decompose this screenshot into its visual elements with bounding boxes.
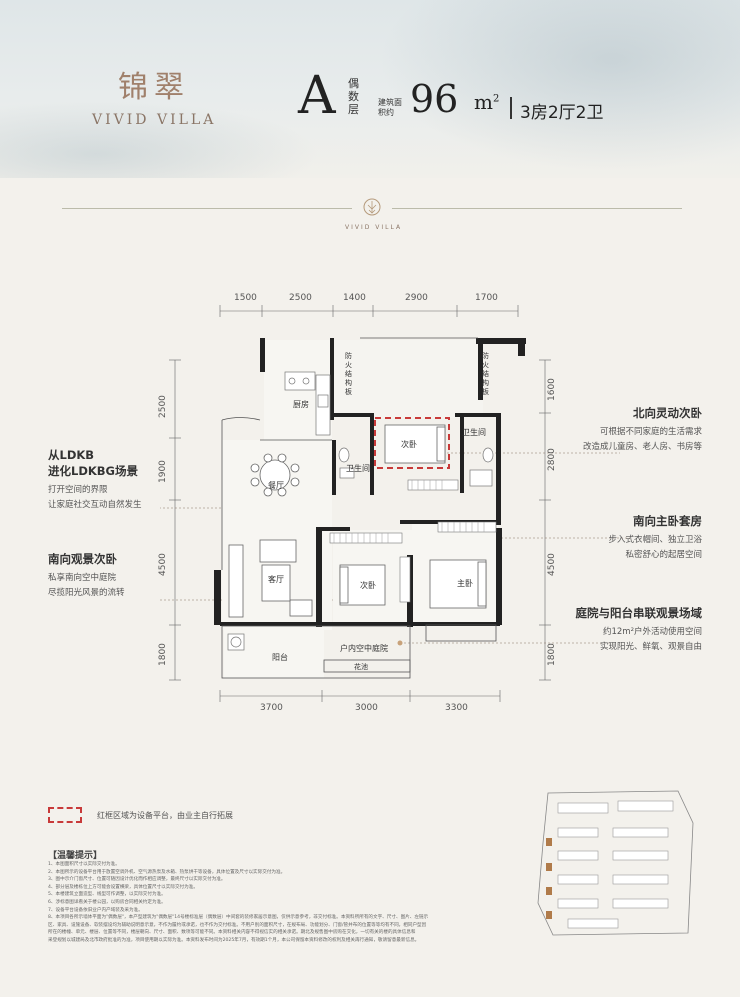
legend-red-dashed-box (48, 807, 82, 823)
area-label: 建筑面积约 (378, 98, 402, 117)
dimension-left-1: 2500 (158, 395, 168, 418)
callout-courtyard-balcony: 庭院与阳台串联观景场域 约12m²户外活动使用空间 实现阳光、鲜氧、观景自由 (575, 606, 703, 652)
callout-master-suite: 南向主卧套房 步入式衣帽间、独立卫浴 私密舒心的起居空间 (608, 514, 702, 560)
callout-north-bedroom: 北向灵动次卧 可根据不同家庭的生活需求 改造成儿童房、老人房、书房等 (582, 406, 702, 452)
dimension-bottom-3: 3300 (445, 703, 468, 713)
brand-name-en: VIVID VILLA (92, 112, 217, 128)
area-unit: m2 (474, 90, 500, 114)
dimension-right-1: 1600 (547, 378, 557, 401)
dimension-bottom-2: 3000 (355, 703, 378, 713)
divider (62, 208, 352, 209)
notes-list: 1、本图面积尺寸以实际交付为准。 2、本图所示的设备平台用于放置空调外机、空气源… (48, 861, 510, 945)
note-line: 所在的楼幢、单元、楼层、位置等不同，楼层朝向、尺寸、面积、数项等可能不同。本资料… (48, 930, 416, 936)
divider (510, 97, 512, 119)
room-label-bathroom-2: 卫生间 (346, 464, 370, 473)
note-line: 区、家具、设施设备、软装摆设均为辅助说明意示意，不作为履约或承诺，也不作为交付标… (48, 922, 427, 928)
room-label-fire-board-2: 防火结构板 (482, 352, 489, 396)
site-key-map (537, 790, 694, 936)
unit-type-letter: A (298, 66, 336, 126)
dimension-top-3: 1400 (343, 293, 366, 303)
wardrobe-hatch (333, 480, 485, 543)
room-label-bedroom-north: 次卧 (401, 440, 417, 449)
room-outlines (221, 337, 497, 679)
note-line: 7、设备平台设备依旧业户内产域装及采为准。 (48, 907, 143, 913)
wardrobes (329, 479, 497, 603)
divider (392, 208, 682, 209)
note-line: 8、本项目各所示墙体平面为"偶数层"，本产型建筑为"偶数层"14号楼标准层（偶数… (48, 915, 429, 921)
dimension-top-1: 1500 (234, 293, 257, 303)
room-label-courtyard: 户内空中庭院 (340, 644, 388, 653)
sofa (228, 539, 313, 618)
beds (339, 424, 487, 609)
dimension-top-2: 2500 (289, 293, 312, 303)
room-floors (222, 340, 498, 678)
brand-name-cn: 锦翠 (118, 70, 190, 105)
unit-type-floor: 偶数层 (348, 77, 359, 116)
room-label-bathroom-1: 卫生间 (462, 428, 486, 437)
notes-title: 【温馨提示】 (48, 851, 103, 861)
dimension-right-3: 4500 (547, 553, 557, 576)
room-layout: 3房2厅2卫 (520, 103, 604, 123)
callout-south-bedroom: 南向观景次卧 私享南向空中庭院 尽揽阳光风景的流转 (48, 552, 125, 598)
dimension-left-3: 4500 (158, 553, 168, 576)
dimension-right-4: 1800 (547, 643, 557, 666)
note-line: 4、部分层及楼栋位上方可能会设置横梁，具体位置尺寸以实际交付为准。 (48, 884, 198, 890)
area-value: 96 (410, 77, 459, 121)
dimension-bottom-1: 3700 (260, 703, 283, 713)
washing-machine (227, 633, 245, 651)
room-label-balcony: 阳台 (272, 653, 288, 662)
dimension-top-4: 2900 (405, 293, 428, 303)
dining-table (250, 453, 300, 497)
brand-logo-icon (363, 198, 381, 216)
dimension-top-5: 1700 (475, 293, 498, 303)
dimension-left-2: 1900 (158, 460, 168, 483)
room-label-master: 主卧 (457, 579, 473, 588)
room-label-bedroom-south: 次卧 (360, 581, 376, 590)
note-line: 1、本图面积尺寸以实际交付为准。 (48, 862, 120, 867)
note-line: 采登规划以城建局及北市政府批准的为准，项目使用期以实际为准。本资料发布时间为20… (48, 937, 420, 943)
dimension-left-4: 1800 (158, 643, 168, 666)
equipment-platform-frame (374, 417, 450, 469)
bathroom-fixtures (338, 447, 494, 487)
legend-text: 红框区域为设备平台，由业主自行拓展 (97, 811, 233, 820)
room-label-dining: 餐厅 (268, 481, 284, 490)
room-label-garden: 花池 (354, 663, 368, 671)
ink-landscape-decoration (360, 0, 740, 178)
note-line: 6、涉标意图详看关于楼公园，以购房合同相关约定为准。 (48, 899, 166, 905)
note-line: 5、本楼建筑立面造型、线型可作调整，以实际交付为准。 (48, 892, 166, 898)
room-label-kitchen: 厨房 (293, 400, 309, 409)
dimension-right-2: 2800 (547, 448, 557, 471)
ink-landscape-decoration (0, 100, 320, 178)
note-line: 2、本图所示的设备平台用于放置空调外机、空气源热泵及水箱、热泵烘干等设备，具体位… (48, 869, 286, 875)
note-line: 3、图中示介门窗尺寸、位置可随因设计优化而作相应调整，最终尺寸以实际交付为准。 (48, 877, 226, 883)
room-label-living: 客厅 (268, 575, 284, 584)
kitchen-counter (284, 371, 331, 436)
room-label-fire-board-1: 防火结构板 (345, 352, 352, 396)
floor-plan (160, 305, 630, 702)
header-banner: 锦翠 VIVID VILLA A 偶数层 建筑面积约 96 m2 3房2厅2卫 (0, 0, 740, 178)
callout-ldkbg: 从LDKB 进化LDKBG场景 打开空间的界限 让家庭社交互动自然发生 (48, 448, 142, 510)
logo-text: VIVID VILLA (345, 224, 403, 231)
dimension-lines (169, 305, 551, 702)
